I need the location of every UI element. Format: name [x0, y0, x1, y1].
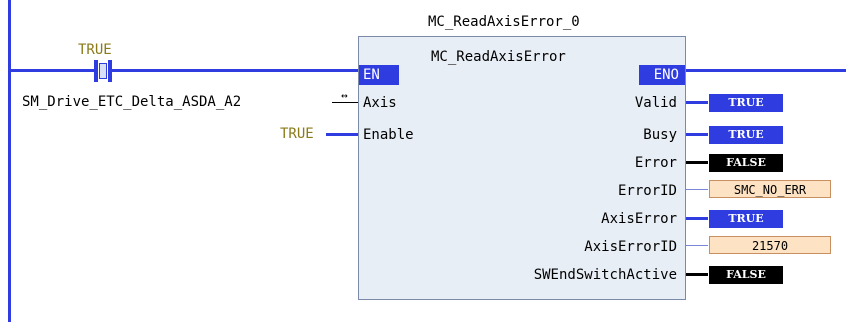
- enable-input-wire: [326, 133, 358, 136]
- swendswitchactive-output-label: SWEndSwitchActive: [533, 267, 677, 283]
- axiserrorid-output-wire: [686, 245, 708, 246]
- enable-input-label: Enable: [363, 127, 414, 143]
- function-block[interactable]: MC_ReadAxisError EN ENO Axis Enable Vali…: [358, 36, 686, 300]
- axiserror-output-label: AxisError: [601, 211, 677, 227]
- error-value-badge: FALSE: [709, 154, 783, 172]
- axiserror-output-wire: [686, 217, 708, 220]
- errorid-output-label: ErrorID: [617, 183, 677, 199]
- left-power-rail: [8, 0, 11, 322]
- axiserrorid-output-label: AxisErrorID: [584, 239, 677, 255]
- en-pin: [359, 65, 399, 85]
- errorid-value-box: SMC_NO_ERR: [709, 180, 831, 198]
- axiserrorid-value-box: 21570: [709, 236, 831, 254]
- busy-output-label: Busy: [643, 127, 677, 143]
- axis-input-label: Axis: [363, 95, 397, 111]
- contact-element[interactable]: [86, 60, 120, 82]
- valid-output-wire: [686, 101, 708, 104]
- valid-value-badge: TRUE: [709, 94, 783, 112]
- block-type-title: MC_ReadAxisError: [431, 49, 566, 65]
- busy-value-badge: TRUE: [709, 126, 783, 144]
- reference-arrow-icon: ↔: [341, 89, 348, 102]
- axis-input-wire: [332, 102, 358, 103]
- busy-output-wire: [686, 133, 708, 136]
- enable-input-value[interactable]: TRUE: [280, 126, 314, 142]
- en-label: EN: [363, 67, 380, 83]
- eno-pin: [639, 65, 685, 85]
- errorid-output-wire: [686, 189, 708, 190]
- swendswitchactive-output-wire: [686, 273, 708, 276]
- eno-output-wire: [686, 69, 846, 72]
- rung-wire-to-en: [120, 69, 360, 72]
- instance-name[interactable]: MC_ReadAxisError_0: [428, 14, 580, 30]
- eno-label: ENO: [653, 67, 679, 83]
- axiserror-value-badge: TRUE: [709, 210, 783, 228]
- valid-output-label: Valid: [634, 95, 677, 111]
- swendswitchactive-value-badge: FALSE: [709, 266, 783, 284]
- rung-wire-left: [11, 69, 86, 72]
- contact-value: TRUE: [78, 42, 112, 58]
- error-output-wire: [686, 161, 708, 164]
- error-output-label: Error: [634, 155, 677, 171]
- axis-input-variable[interactable]: SM_Drive_ETC_Delta_ASDA_A2: [22, 94, 242, 110]
